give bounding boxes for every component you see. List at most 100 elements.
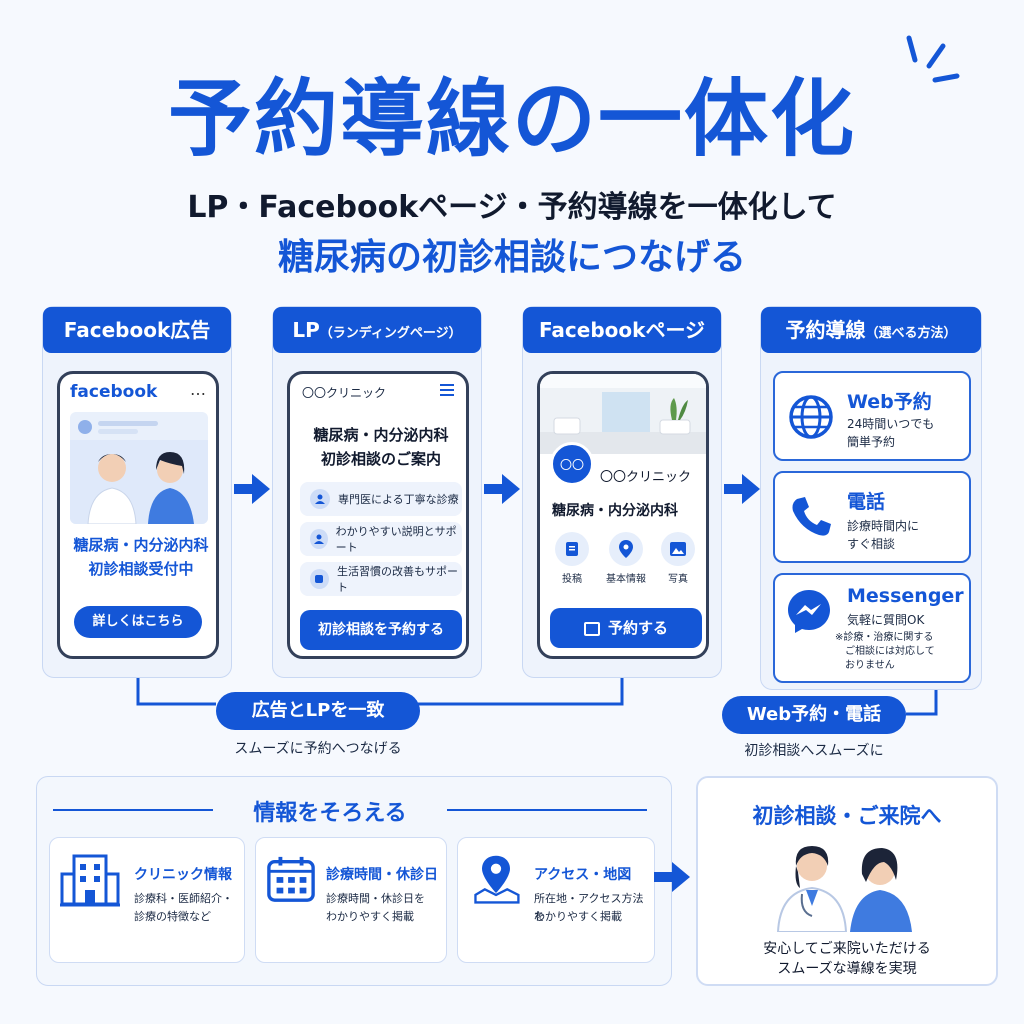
support-icon [310, 529, 328, 549]
page-avatar: 〇〇 [550, 442, 594, 486]
lifestyle-icon [310, 569, 329, 589]
ad-text-1: 糖尿病・内分泌内科 [73, 536, 209, 554]
lp-heading-2: 初診相談のご案内 [320, 450, 441, 468]
option-desc: 簡単予約 [847, 435, 896, 449]
building-icon [60, 854, 120, 907]
list-item-label: 生活習慣の改善もサポート [336, 565, 458, 594]
option-desc: 24時間いつでも [847, 417, 935, 431]
doctor-patient-illustration [70, 440, 208, 524]
header-text: 予約導線 [785, 318, 866, 342]
info-card-desc: 診療の特徴など [134, 910, 211, 923]
facebook-logo: facebook [70, 382, 158, 402]
list-item: わかりやすい説明とサポート [300, 522, 462, 556]
specialty-text: 糖尿病・内分泌内科 [552, 503, 678, 519]
info-card-title: クリニック情報 [134, 867, 232, 883]
subtitle-line1: LP・Facebookページ・予約導線を一体化して [187, 190, 837, 225]
book-button-label: 予約する [607, 619, 668, 637]
tab-label: 投稿 [562, 574, 582, 585]
post-icon [555, 532, 589, 566]
phone-mockup: facebook … 糖尿病・内分泌内科 初診相談受付中 詳しくはこちら [57, 371, 219, 659]
arrow-right-icon [234, 474, 270, 504]
header-small: （選べる方法） [865, 326, 957, 341]
result-text-1: 安心してご来院いただける [763, 941, 931, 957]
info-card-title: 診療時間・休診日 [326, 867, 438, 883]
lp-heading-1: 糖尿病・内分泌内科 [313, 426, 449, 444]
info-card-desc: 診療科・医師紹介・ [134, 892, 233, 905]
tab-post[interactable]: 投稿 [552, 532, 592, 585]
option-title: 電話 [847, 491, 886, 513]
map-pin-icon [474, 855, 520, 904]
globe-icon [789, 395, 833, 439]
messenger-icon [788, 590, 830, 633]
column-header: Facebookページ [523, 307, 721, 353]
book-button[interactable]: 予約する [550, 608, 702, 648]
menu-dots-icon[interactable]: … [190, 380, 206, 399]
column-facebook-page: Facebookページ 〇〇 〇〇クリニック 糖尿病・内分泌内科 投稿 基本情報… [522, 306, 722, 678]
arrow-right-icon [654, 862, 690, 892]
info-card-clinic: クリニック情報 診療科・医師紹介・ 診療の特徴など [49, 837, 245, 963]
result-heading: 初診相談・ご来院へ [752, 804, 942, 828]
result-section: 初診相談・ご来院へ 安心してご来院いただける スムーズな導線を実現 [696, 776, 998, 986]
column-landing-page: LP（ランディングページ） 〇〇クリニック 糖尿病・内分泌内科 初診相談のご案内… [272, 306, 482, 678]
option-phone[interactable]: 電話 診療時間内に すぐ相談 [773, 471, 971, 563]
calendar-icon [583, 621, 600, 636]
column-reservation: 予約導線（選べる方法） Web予約 24時間いつでも 簡単予約 電話 診療時間内… [760, 306, 982, 690]
link-caption-ad-lp: スムーズに予約へつなげる [234, 741, 402, 757]
list-item-label: 専門医による丁寧な診療 [338, 493, 459, 506]
avatar-text: 〇〇 [559, 457, 584, 472]
learn-more-button[interactable]: 詳しくはこちら [74, 606, 202, 638]
result-text-2: スムーズな導線を実現 [777, 961, 917, 977]
link-pill-web-phone: Web予約・電話 [722, 696, 906, 734]
info-card-desc: わかりやすく掲載 [534, 910, 622, 923]
connector-lines [136, 678, 938, 716]
phone-icon [792, 497, 831, 536]
info-card-hours: 診療時間・休診日 診療時間・休診日を わかりやすく掲載 [255, 837, 447, 963]
info-card-title: アクセス・地図 [534, 867, 632, 883]
option-note: おりません [845, 660, 895, 671]
info-card-desc: 所在地・アクセス方法を [534, 892, 644, 923]
option-web[interactable]: Web予約 24時間いつでも 簡単予約 [773, 371, 971, 461]
feature-list: 専門医による丁寧な診療 わかりやすい説明とサポート 生活習慣の改善もサポート [300, 482, 462, 596]
photo-icon [661, 532, 695, 566]
option-note: ※診療・治療に関する [835, 632, 934, 643]
info-heading-rule-right [447, 809, 647, 811]
clinic-name: 〇〇クリニック [302, 386, 387, 400]
link-pill-ad-lp: 広告とLPを一致 [216, 692, 420, 730]
doctor-icon [310, 489, 330, 509]
tab-info[interactable]: 基本情報 [602, 532, 650, 585]
book-consultation-button[interactable]: 初診相談を予約する [300, 610, 462, 650]
option-desc: すぐ相談 [847, 537, 896, 551]
tab-photos[interactable]: 写真 [658, 532, 698, 585]
ad-text-2: 初診相談受付中 [88, 560, 194, 578]
location-pin-icon [609, 532, 643, 566]
list-item-label: わかりやすい説明とサポート [335, 525, 457, 554]
clinic-name: 〇〇クリニック [600, 470, 692, 485]
option-messenger[interactable]: Messenger 気軽に質問OK ※診療・治療に関する ご相談には対応して お… [773, 573, 971, 683]
doctor-patient-illustration [776, 846, 912, 932]
hamburger-menu-icon[interactable] [440, 384, 454, 396]
option-note: ご相談には対応して [845, 646, 935, 657]
emphasis-lines-icon [906, 35, 960, 83]
arrow-right-icon [484, 474, 520, 504]
list-item: 専門医による丁寧な診療 [300, 482, 462, 516]
column-facebook-ad: Facebook広告 facebook … 糖尿病・内分泌内科 初診相談受付中 … [42, 306, 232, 678]
info-section: 情報をそろえる クリニック情報 診療科・医師紹介・ 診療の特徴など 診療時間・休… [36, 776, 672, 986]
phone-mockup: 〇〇クリニック 糖尿病・内分泌内科 初診相談のご案内 専門医による丁寧な診療 わ… [287, 371, 469, 659]
arrow-right-icon [724, 474, 760, 504]
phone-mockup: 〇〇 〇〇クリニック 糖尿病・内分泌内科 投稿 基本情報 写真 予約する [537, 371, 709, 659]
option-title: Messenger [847, 585, 964, 607]
header-text: LP [292, 318, 320, 342]
tab-label: 写真 [668, 574, 688, 585]
list-item: 生活習慣の改善もサポート [300, 562, 462, 596]
info-card-access: アクセス・地図 所在地・アクセス方法を わかりやすく掲載 [457, 837, 655, 963]
link-caption-web-phone: 初診相談へスムーズに [744, 743, 884, 759]
ad-post-card [70, 412, 208, 524]
info-heading: 情報をそろえる [253, 801, 407, 826]
option-title: Web予約 [847, 391, 932, 413]
main-title: 予約導線の一体化 [167, 70, 856, 168]
info-card-desc: わかりやすく掲載 [326, 910, 414, 923]
calendar-icon [267, 856, 315, 902]
subtitle-line2: 糖尿病の初診相談につなげる [277, 237, 746, 278]
header-small: （ランディングページ） [319, 326, 462, 341]
info-heading-rule-left [53, 809, 213, 811]
